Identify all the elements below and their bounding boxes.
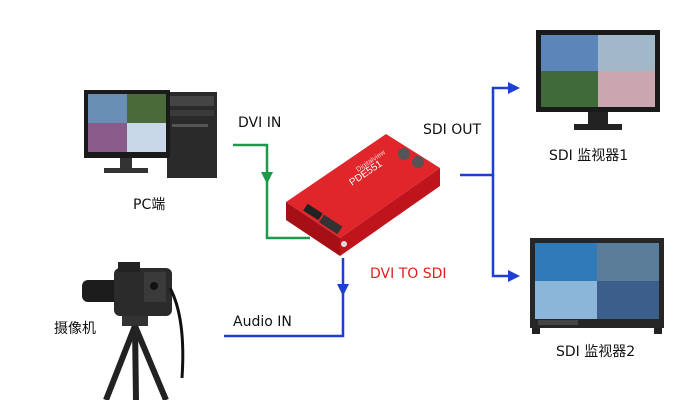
monitor2-node <box>528 236 666 336</box>
converter-node: PDE551 Digitalview <box>282 128 448 260</box>
desktop-computer-icon <box>84 90 217 178</box>
audio-in-arrow <box>337 284 349 296</box>
sdi-out-line <box>460 86 512 177</box>
sdi-out-arrow-2 <box>508 270 520 282</box>
sdi-out-arrow-1 <box>508 82 520 94</box>
camera-node <box>78 258 194 402</box>
converter-label: DVI TO SDI <box>370 266 447 282</box>
monitor1-label: SDI 监视器1 <box>549 148 629 164</box>
broadcast-monitor-icon <box>530 238 664 334</box>
pc-node <box>82 84 222 182</box>
audio-in-label: Audio IN <box>233 314 292 330</box>
camera-label: 摄像机 <box>54 321 96 337</box>
monitor1-node <box>534 28 662 134</box>
dvi-in-arrow <box>261 172 273 184</box>
sdi-out-line-2 <box>491 175 512 278</box>
monitor2-label: SDI 监视器2 <box>556 344 636 360</box>
dvi-in-line <box>233 143 310 240</box>
pc-label: PC端 <box>133 197 166 213</box>
lcd-monitor-icon <box>536 30 660 130</box>
video-camera-on-tripod-icon <box>82 262 185 402</box>
sdi-out-label: SDI OUT <box>423 122 482 138</box>
dvi-in-label: DVI IN <box>238 115 282 131</box>
dvi-to-sdi-converter-box: PDE551 Digitalview <box>286 134 440 256</box>
